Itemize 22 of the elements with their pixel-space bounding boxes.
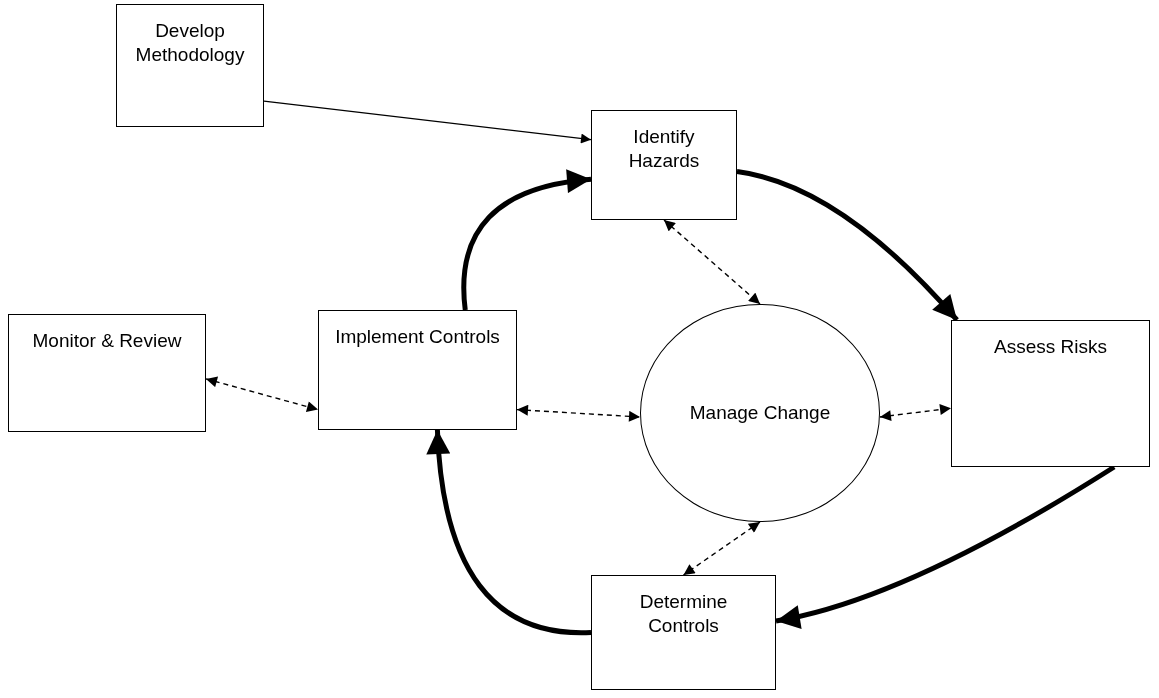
thick-curved-arrow	[427, 429, 592, 635]
dashed-double-arrow	[879, 404, 952, 422]
process-box	[116, 4, 264, 127]
dashed-double-arrow	[205, 376, 319, 412]
dashed-double-arrow	[516, 404, 641, 422]
thick-curved-arrow	[461, 170, 592, 311]
process-box	[8, 314, 206, 432]
node-label: Monitor & Review	[32, 329, 182, 353]
thick-curved-arrow	[736, 169, 959, 322]
node-label: Implement Controls	[335, 325, 500, 349]
node-label: Identify Hazards	[627, 125, 701, 173]
node-label: Manage Change	[689, 401, 831, 425]
dashed-double-arrow	[682, 521, 761, 576]
process-box	[591, 110, 737, 220]
node-label: Assess Risks	[994, 335, 1107, 359]
dashed-double-arrow	[663, 219, 761, 305]
process-box	[318, 310, 517, 430]
arrow	[263, 100, 592, 144]
process-box	[951, 320, 1150, 467]
node-label: Determine Controls	[638, 590, 729, 638]
process-box	[591, 575, 776, 690]
node-label: Develop Methodology	[134, 19, 246, 67]
